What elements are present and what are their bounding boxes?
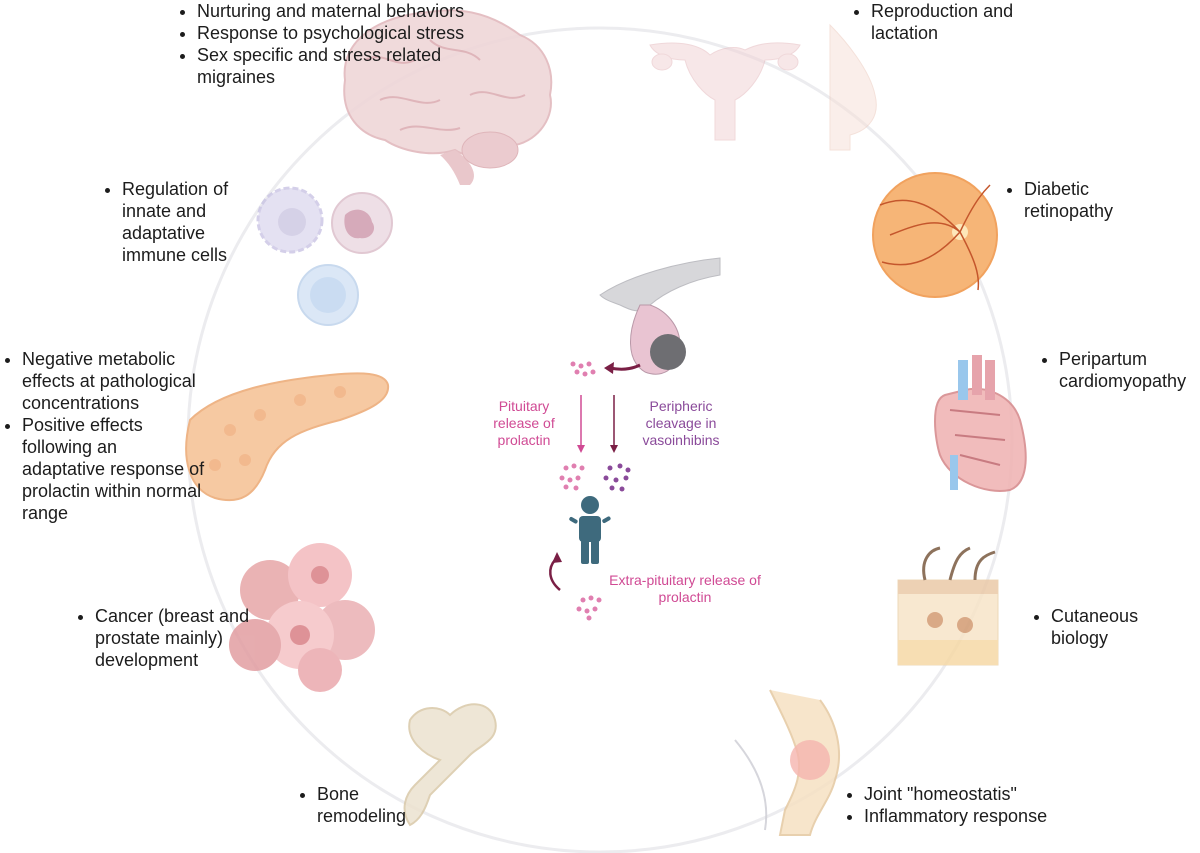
brain-item-2: Response to psychological stress: [197, 22, 475, 44]
cancer-cells-illustration: [229, 543, 375, 692]
extra-pituitary-text: Extra-pituitary release of prolactin: [609, 572, 761, 605]
retina-illustration: [872, 172, 998, 298]
retina-label: Diabetic retinopathy: [1002, 178, 1152, 222]
brain-item-3: Sex specific and stress related migraine…: [197, 44, 475, 88]
heart-label: Peripartum cardiomyopathy: [1037, 348, 1197, 392]
bone-illustration: [403, 703, 497, 827]
heart-illustration: [934, 355, 1027, 492]
brain-label: Nurturing and maternal behaviors Respons…: [175, 0, 475, 88]
reproductive-illustration: [649, 23, 877, 151]
pituitary-release-text: Pituitary release of prolactin: [493, 398, 555, 448]
heart-item: Peripartum cardiomyopathy: [1059, 348, 1197, 392]
person-icon: [569, 496, 611, 564]
bone-label: Bone remodeling: [295, 783, 435, 827]
pancreas-item-1: Negative metabolic effects at pathologic…: [22, 348, 205, 414]
cancer-label: Cancer (breast and prostate mainly) deve…: [73, 605, 273, 671]
immune-label: Regulation of innate and adaptative immu…: [100, 178, 260, 266]
joint-item-2: Inflammatory response: [864, 805, 1062, 827]
extra-pituitary-arrowhead: [552, 552, 562, 563]
vasoinhibin-dots: [603, 463, 631, 492]
retina-item: Diabetic retinopathy: [1024, 178, 1152, 222]
joint-item-1: Joint "homeostatis": [864, 783, 1062, 805]
immune-cells-illustration: [256, 186, 393, 326]
prolactin-dots-top: [570, 361, 596, 377]
reproduction-label: Reproduction and lactation: [849, 0, 1049, 44]
pituitary-arrowhead: [604, 362, 614, 374]
immune-item: Regulation of innate and adaptative immu…: [122, 178, 260, 266]
pituitary-illustration: [599, 257, 721, 375]
skin-item: Cutaneous biology: [1051, 605, 1169, 649]
background-circle: [186, 26, 1014, 853]
pituitary-release-arrowhead: [577, 445, 585, 453]
peripheric-cleavage-text: Peripheric cleavage in vasoinhibins: [642, 398, 720, 448]
brain-item-1: Nurturing and maternal behaviors: [197, 0, 475, 22]
pancreas-item-2: Positive effects following an adaptative…: [22, 414, 205, 524]
cancer-item: Cancer (breast and prostate mainly) deve…: [95, 605, 273, 671]
knee-joint-illustration: [734, 689, 841, 836]
reproduction-item: Reproduction and lactation: [871, 0, 1049, 44]
skin-illustration: [897, 546, 999, 666]
skin-label: Cutaneous biology: [1029, 605, 1169, 649]
bone-item: Bone remodeling: [317, 783, 435, 827]
pancreas-label: Negative metabolic effects at pathologic…: [0, 348, 205, 524]
brain-illustration: [343, 9, 553, 185]
prolactin-dots-middle: [559, 463, 585, 491]
pancreas-illustration: [185, 372, 390, 502]
cleavage-arrowhead: [610, 445, 618, 453]
prolactin-dots-bottom: [576, 595, 602, 621]
joint-label: Joint "homeostatis" Inflammatory respons…: [842, 783, 1062, 827]
